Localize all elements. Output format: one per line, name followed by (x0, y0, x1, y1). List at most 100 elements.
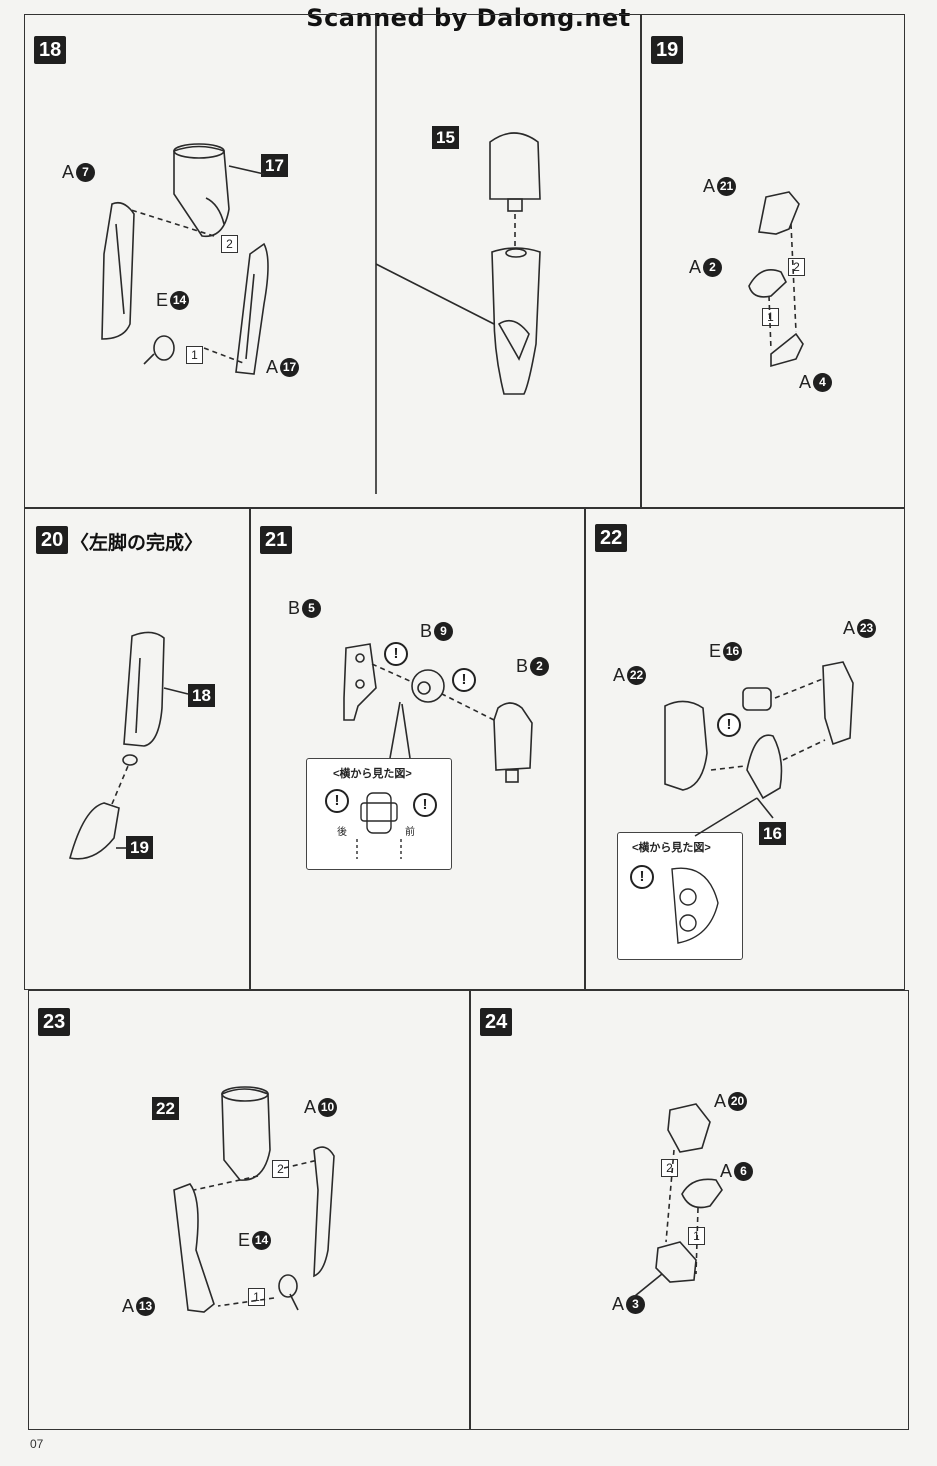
step-21-number: 21 (260, 526, 293, 554)
part-label-heel: A 2 (689, 257, 723, 278)
step-21-illustration (343, 643, 533, 783)
step-20-title: 〈左脚の完成〉 (70, 533, 204, 554)
order-2: 2 (661, 1159, 678, 1177)
step-22-panel: 22 A 22 E 16 A 23 ! 16 <横から見た図> ! (585, 508, 905, 990)
step-19-panel: 19 A 21 A 2 A 4 2 1 (641, 14, 905, 508)
panel-frame-24 (470, 990, 909, 1430)
panel-frame-21 (250, 508, 585, 990)
runner-letter: A (266, 357, 279, 377)
side-view-inset: <横から見た図> ! ! 後 前 (306, 758, 452, 870)
step-20-number: 20 (36, 526, 69, 554)
runner-letter: A (613, 665, 626, 685)
page-number: 07 (30, 1437, 44, 1451)
runner-letter: A (703, 176, 716, 196)
step-22-number: 22 (595, 524, 628, 552)
part-tag-15: 15 (432, 126, 459, 149)
step-19-number: 19 (651, 36, 684, 64)
panel-frame-22 (585, 508, 905, 990)
part-label-collar: E 16 (709, 641, 743, 662)
panel-frame-top-right (641, 14, 905, 508)
panel-frame-23 (28, 990, 470, 1430)
inset-illustration (671, 867, 719, 944)
step-18-panel: 18 A 7 17 E 14 A 17 2 1 15 (24, 14, 641, 508)
runner-letter: A (799, 372, 812, 392)
runner-letter: E (238, 1230, 251, 1250)
caution-icon: ! (452, 668, 476, 692)
back-label: 後 (337, 827, 347, 838)
panel-frame-20 (24, 508, 250, 990)
part-tag-16: 16 (759, 822, 786, 845)
runner-letter: A (843, 618, 856, 638)
step-21-panel: 21 B 5 B 9 B 2 ! ! <横から見た図> ! ! 後 前 (250, 508, 585, 990)
runner-letter: A (62, 162, 75, 182)
runner-letter: B (420, 621, 433, 641)
caution-icon: ! (325, 789, 349, 813)
part-label-joint: E 14 (238, 1230, 272, 1251)
runner-letter: E (709, 641, 722, 661)
order-2: 2 (221, 235, 238, 253)
part-tag-19: 19 (126, 836, 153, 859)
step-20-panel: 20 〈左脚の完成〉 18 19 (24, 508, 250, 990)
step-23-number: 23 (38, 1008, 71, 1036)
part-number: 13 (136, 1297, 156, 1316)
part-number: 17 (280, 358, 300, 377)
step-23-panel: 23 22 A 10 E 14 A 13 2 1 (28, 990, 470, 1430)
part-number: 6 (734, 1162, 754, 1181)
scan-watermark: Scanned by Dalong.net (306, 4, 631, 32)
runner-letter: A (689, 257, 702, 277)
part-tag-22: 22 (152, 1097, 179, 1120)
part-number: 9 (434, 622, 454, 641)
step-24-illustration (629, 1103, 723, 1301)
part-label-joint: E 14 (156, 290, 190, 311)
order-1: 1 (186, 346, 203, 364)
part-label-base: A 3 (612, 1294, 646, 1315)
part-number: 2 (530, 657, 550, 676)
part-tag-17: 17 (261, 154, 288, 177)
part-number: 20 (728, 1092, 748, 1111)
caution-icon: ! (384, 642, 408, 666)
side-view-inset: <横から見た図> ! (617, 832, 743, 960)
inset-title: <横から見た図> (632, 842, 711, 854)
part-label-toe: A 21 (703, 176, 737, 197)
step-18-illustration (101, 14, 541, 494)
step-24-number: 24 (480, 1008, 513, 1036)
step-22-illustration (664, 661, 854, 837)
part-label-shell: A 22 (613, 665, 647, 686)
inset-illustration (356, 792, 402, 859)
part-label-base: A 4 (799, 372, 833, 393)
caution-icon: ! (630, 865, 654, 889)
part-number: 22 (627, 666, 647, 685)
part-number: 21 (717, 177, 737, 196)
runner-letter: B (516, 656, 529, 676)
part-label-thigh: A 10 (304, 1097, 338, 1118)
part-number: 2 (703, 258, 723, 277)
runner-letter: A (714, 1091, 727, 1111)
step-20-illustration (68, 631, 189, 860)
runner-letter: A (304, 1097, 317, 1117)
runner-letter: E (156, 290, 169, 310)
step-24-panel: 24 A 20 A 6 A 3 2 1 (470, 990, 909, 1430)
order-2: 2 (272, 1160, 289, 1178)
step-23-illustration (173, 1086, 335, 1313)
part-number: 14 (252, 1231, 272, 1250)
runner-letter: B (288, 598, 301, 618)
panel-frame-top-left (24, 14, 641, 508)
part-label-toe: A 20 (714, 1091, 748, 1112)
runner-letter: A (612, 1294, 625, 1314)
caution-icon: ! (717, 713, 741, 737)
part-label-knee: A 17 (266, 357, 300, 378)
part-number: 5 (302, 599, 322, 618)
caution-icon: ! (413, 793, 437, 817)
part-label-plate: B 5 (288, 598, 322, 619)
part-number: 10 (318, 1098, 338, 1117)
part-label-cap: B 2 (516, 656, 550, 677)
front-label: 前 (405, 827, 415, 838)
inset-title: <横から見た図> (333, 768, 412, 780)
part-number: 23 (857, 619, 877, 638)
step-19-illustration (748, 191, 804, 368)
part-tag-18: 18 (188, 684, 215, 707)
part-number: 4 (813, 373, 833, 392)
runner-letter: A (122, 1296, 135, 1316)
part-label-ball: B 9 (420, 621, 454, 642)
part-label-knee: A 13 (122, 1296, 156, 1317)
